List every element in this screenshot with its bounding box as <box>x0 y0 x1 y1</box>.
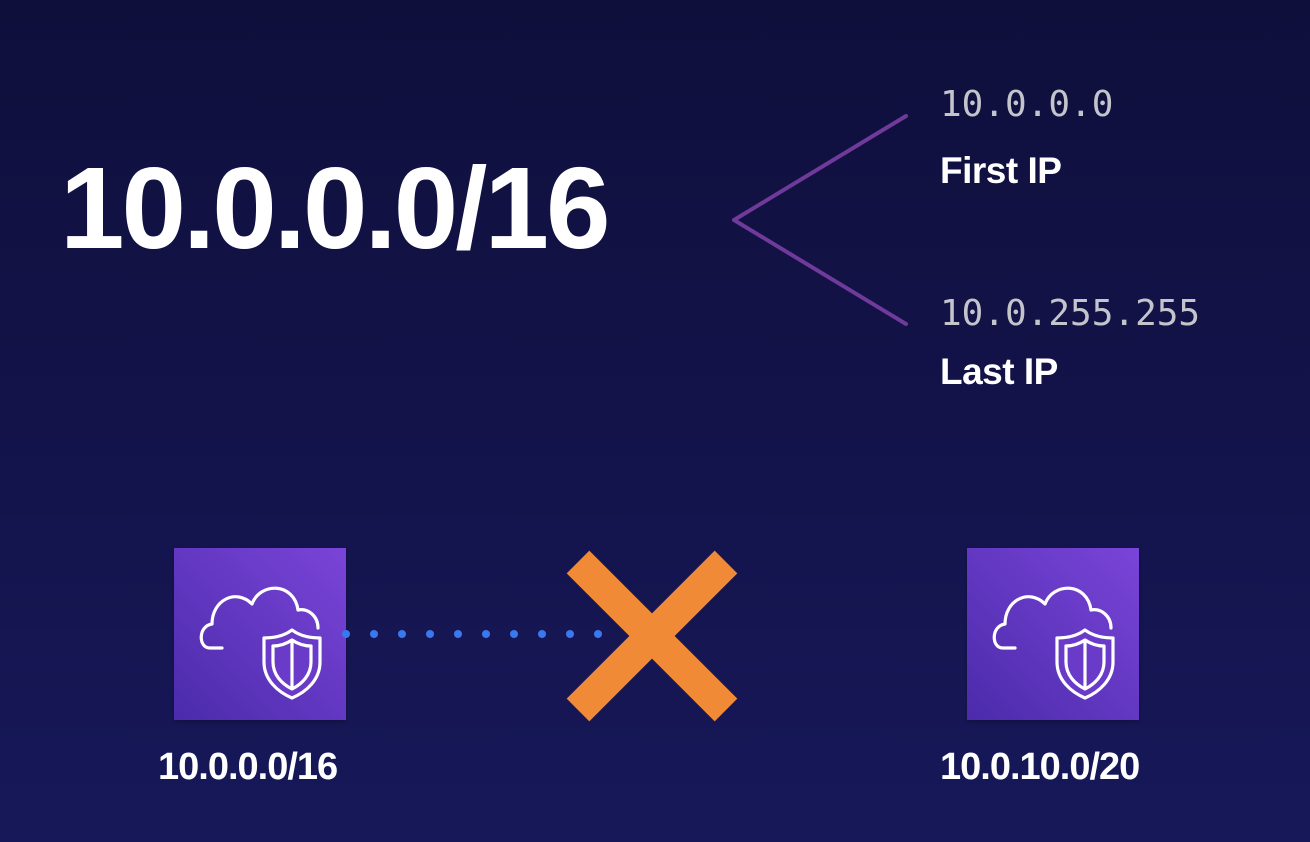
vpc-label-right: 10.0.10.0/20 <box>940 746 1140 788</box>
last-ip-caption: Last IP <box>940 351 1058 392</box>
cross-icon <box>566 550 738 722</box>
vpc-label-left: 10.0.0.0/16 <box>158 746 338 788</box>
branch-line-last <box>732 218 908 326</box>
first-ip-value: 10.0.0.0 <box>940 84 1114 125</box>
cidr-heading: 10.0.0.0/16 <box>60 143 611 273</box>
branch-line-first <box>732 114 908 222</box>
range-branch-lines <box>732 114 908 326</box>
vpc-cloud-shield-icon <box>199 586 322 700</box>
vpc-tile-left <box>174 548 346 720</box>
vpc-tile-right <box>967 548 1139 720</box>
last-ip-value: 10.0.255.255 <box>940 293 1201 334</box>
first-ip-caption: First IP <box>940 150 1062 191</box>
vpc-cloud-shield-icon <box>992 586 1115 700</box>
vpc-peering-link <box>342 630 602 638</box>
